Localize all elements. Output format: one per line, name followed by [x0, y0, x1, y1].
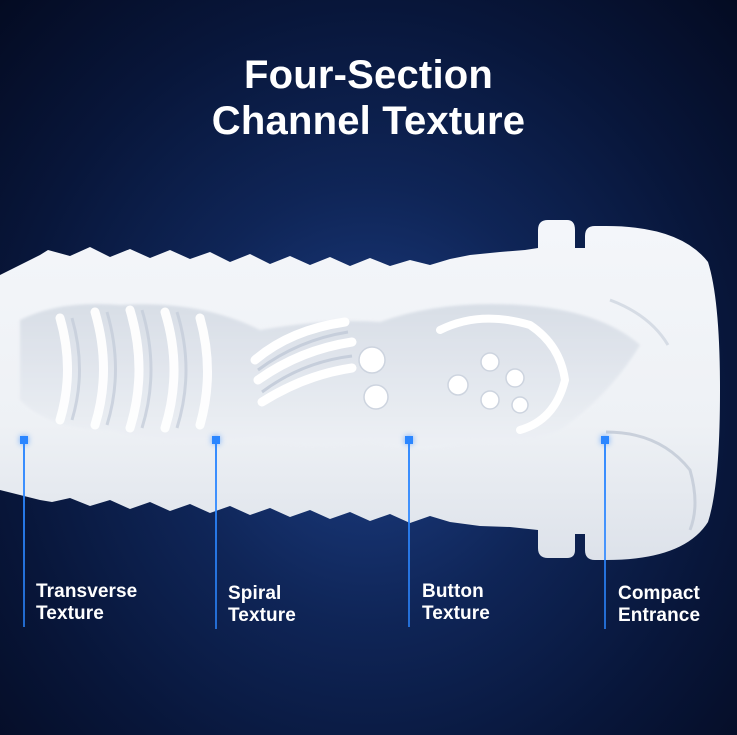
title-line-2: Channel Texture — [211, 99, 526, 143]
label-spiral-line-1: Spiral — [228, 583, 282, 604]
label-transverse-line-2: Texture — [36, 603, 104, 624]
label-spiral-line-2: Texture — [228, 605, 296, 626]
button-marker — [405, 436, 413, 444]
compact-connector-line — [604, 444, 606, 629]
title-line-1: Four-Section — [243, 53, 494, 97]
label-compact-entrance: Compact Entrance — [618, 583, 700, 627]
button-connector-line — [408, 444, 410, 627]
label-compact-line-1: Compact — [618, 583, 700, 604]
label-transverse-line-1: Transverse — [36, 581, 138, 602]
label-compact-line-2: Entrance — [618, 605, 701, 626]
transverse-marker — [20, 436, 28, 444]
spiral-connector-line — [215, 444, 217, 629]
label-button-line-1: Button — [422, 581, 484, 602]
transverse-connector-line — [23, 444, 25, 627]
label-button-line-2: Texture — [422, 603, 490, 624]
spiral-marker — [212, 436, 220, 444]
label-spiral-texture: Spiral Texture — [228, 583, 296, 627]
compact-marker — [601, 436, 609, 444]
label-transverse-texture: Transverse Texture — [36, 581, 137, 625]
label-button-texture: Button Texture — [422, 581, 490, 625]
